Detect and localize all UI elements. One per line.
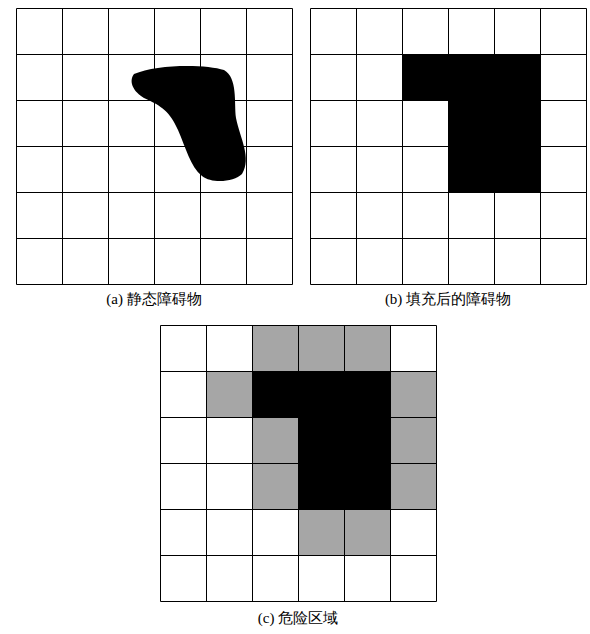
obstacle-cell [252, 371, 390, 417]
obstacle-blob [132, 66, 246, 181]
danger-cell [252, 325, 390, 371]
danger-cell [206, 371, 252, 417]
caption-holder: (a) 静态障碍物 [106, 290, 201, 308]
figure-caption: (a) 静态障碍物 [106, 291, 201, 307]
grid-c [161, 325, 437, 602]
caption-holder: (b) 填充后的障碍物 [385, 290, 511, 308]
obstacle-cell [402, 54, 540, 100]
grid-lines [311, 9, 587, 285]
figure-caption: (b) 填充后的障碍物 [385, 291, 511, 307]
danger-cell [390, 371, 436, 417]
grid-a [17, 9, 293, 285]
grid-lines [161, 326, 437, 602]
figure-caption: (c) 危险区域 [258, 610, 338, 626]
obstacle-cell [448, 100, 540, 192]
obstacle-cell [298, 417, 390, 509]
grid-b [311, 9, 587, 285]
grid-lines [17, 9, 293, 285]
caption-holder: (c) 危险区域 [258, 609, 338, 627]
obstacle-cell [402, 54, 540, 100]
obstacle-cell [448, 100, 540, 192]
danger-cells [206, 325, 436, 555]
